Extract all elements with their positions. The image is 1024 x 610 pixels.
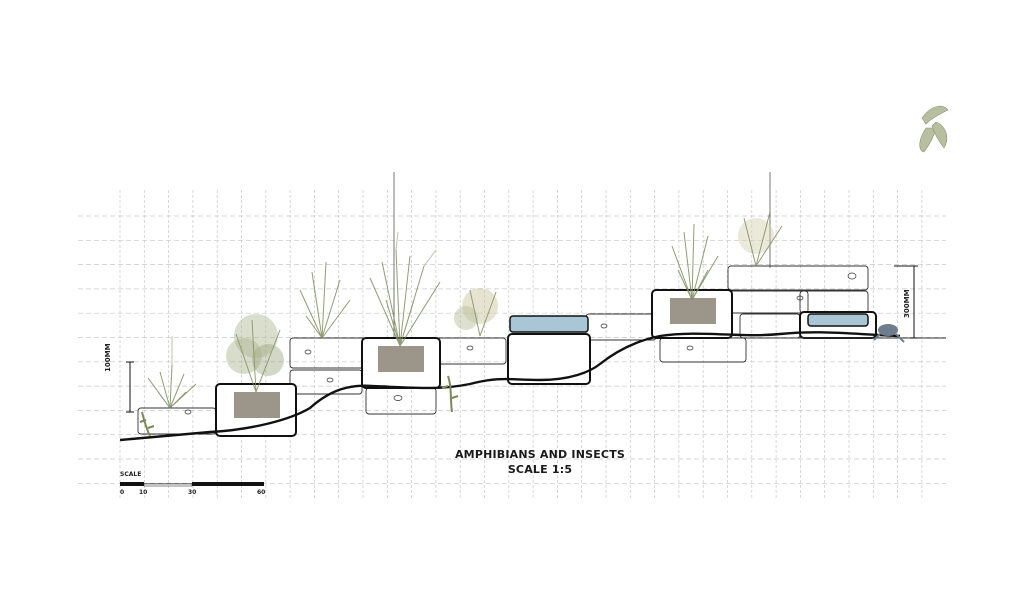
stone-block (585, 313, 657, 341)
stone-block (727, 290, 809, 314)
dimension-right (894, 265, 918, 339)
plant-reeds (671, 223, 719, 301)
plants (147, 211, 783, 409)
stone-block (289, 337, 367, 369)
plant-wildflower (738, 211, 783, 267)
scale-segment (192, 482, 264, 486)
ground-line (119, 331, 901, 442)
pebble (184, 409, 192, 415)
planter-boxes (215, 289, 877, 437)
plant-shrub (226, 314, 284, 393)
scale-tick-label: 0 (120, 489, 125, 496)
scale-segment (143, 483, 193, 487)
pebble (393, 395, 403, 401)
plant-agave (147, 336, 197, 409)
frog-icon (878, 324, 898, 336)
plant-grass (299, 261, 351, 339)
background-grid (78, 190, 946, 498)
stone-block (435, 337, 507, 365)
pebble (796, 295, 804, 301)
pebbles (184, 272, 857, 415)
water-trays (509, 313, 869, 333)
water-tray (807, 313, 869, 327)
stone-block (137, 407, 217, 435)
pebble (326, 377, 334, 383)
water-tray (509, 315, 589, 333)
lizard-icon (441, 375, 459, 413)
soil (234, 298, 716, 418)
scale-tick-label: 10 (139, 489, 148, 496)
dimension-label-left: 100MM (104, 343, 112, 372)
scale-tick-label: 60 (257, 489, 266, 496)
pebble (600, 323, 608, 329)
diagram-title-block: AMPHIBIANS AND INSECTS SCALE 1:5 (440, 447, 640, 477)
plant-tall-grass (369, 231, 441, 347)
soil-fill (670, 298, 716, 324)
diagram-title: AMPHIBIANS AND INSECTS (454, 448, 626, 461)
amphibians (139, 324, 905, 437)
diagram-scale-text: SCALE 1:5 (507, 463, 573, 476)
bird-icon (919, 105, 949, 153)
planter-box (507, 333, 591, 385)
plant-flowering (454, 288, 498, 337)
scale-tick-label: 30 (188, 489, 197, 496)
pebble (847, 272, 857, 280)
soil-fill (378, 346, 424, 372)
lizard-icon (139, 411, 155, 437)
pebble (304, 349, 312, 355)
dimension-left (126, 361, 134, 413)
stone-block (727, 265, 869, 291)
pebble (466, 345, 474, 351)
stone-block (799, 290, 869, 314)
scale-bar-label: SCALE (120, 471, 142, 478)
frog-leg (873, 333, 905, 343)
scale-bar (120, 482, 264, 487)
dimension-label-right: 300MM (903, 289, 911, 318)
stone-block (289, 369, 363, 395)
pebble (686, 345, 694, 351)
scale-segment (120, 482, 144, 486)
soil-fill (234, 392, 280, 418)
